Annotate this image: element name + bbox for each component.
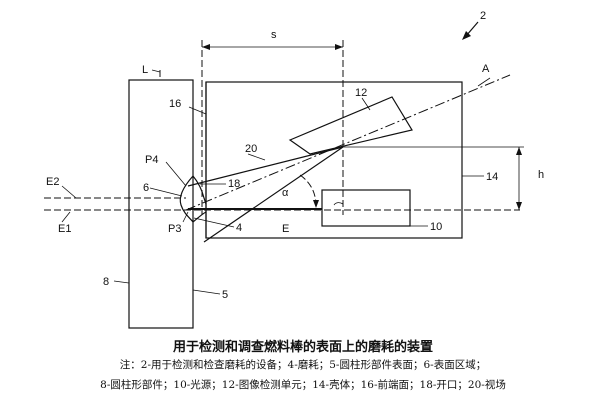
leader-P3 bbox=[182, 211, 189, 223]
label-20: 20 bbox=[245, 143, 257, 155]
label-10: 10 bbox=[430, 221, 442, 233]
label-8: 8 bbox=[103, 276, 109, 288]
label-L: L bbox=[142, 64, 148, 76]
wear-detection-device-diagram: 2 s L A 16 12 20 P4 6 18 E2 E1 P3 4 E 14… bbox=[44, 10, 544, 329]
label-alpha: α bbox=[282, 187, 289, 199]
leader-A bbox=[477, 77, 491, 87]
caption-title: 用于检测和调查燃料棒的表面上的磨耗的装置 bbox=[172, 340, 433, 355]
image-detection-unit-12 bbox=[288, 96, 413, 155]
cylindrical-component-8 bbox=[128, 79, 194, 329]
label-A: A bbox=[482, 63, 490, 75]
field-of-view-20-lower bbox=[203, 146, 344, 243]
leader-P4 bbox=[165, 161, 187, 187]
leader-8 bbox=[113, 280, 130, 284]
light-source-10 bbox=[321, 189, 411, 227]
label-14: 14 bbox=[486, 171, 498, 183]
label-6: 6 bbox=[143, 182, 149, 194]
label-h: h bbox=[538, 169, 544, 181]
caption-note-line-1: 注：2-用于检测和检查磨耗的设备；4-磨耗；5-圆柱形部件表面；6-表面区域； bbox=[119, 359, 487, 371]
caption-note-line-2: 8-圆柱形部件；10-光源；12-图像检测单元；14-壳体；16-前端面；18-… bbox=[100, 379, 506, 391]
optical-axis-A bbox=[185, 74, 511, 211]
small-arc-marker bbox=[333, 202, 344, 206]
h-arrow-bottom bbox=[516, 202, 522, 210]
leader-12 bbox=[361, 97, 371, 111]
label-P4: P4 bbox=[145, 154, 158, 166]
label-E2: E2 bbox=[46, 176, 59, 188]
device-2-arrowhead bbox=[462, 31, 471, 40]
label-s: s bbox=[271, 29, 277, 41]
s-arrow-left bbox=[202, 44, 210, 50]
leader-4 bbox=[193, 217, 235, 228]
label-device-2: 2 bbox=[480, 10, 486, 22]
label-12: 12 bbox=[355, 87, 367, 99]
opening-18-edge bbox=[192, 175, 207, 205]
leader-L bbox=[151, 69, 161, 73]
label-16: 16 bbox=[169, 98, 181, 110]
label-E1: E1 bbox=[58, 223, 71, 235]
label-4: 4 bbox=[236, 222, 242, 234]
label-E: E bbox=[282, 223, 289, 235]
h-arrow-top bbox=[516, 147, 522, 155]
wear-4-contour bbox=[179, 175, 194, 223]
leader-E1 bbox=[61, 211, 71, 223]
label-P3: P3 bbox=[168, 223, 181, 235]
label-5: 5 bbox=[222, 289, 228, 301]
field-of-view-20-upper bbox=[187, 146, 344, 187]
alpha-arrow bbox=[313, 200, 319, 208]
leader-16 bbox=[188, 106, 207, 115]
leader-5 bbox=[192, 289, 221, 295]
leader-E2 bbox=[61, 185, 77, 199]
leader-20 bbox=[247, 153, 266, 161]
label-18: 18 bbox=[228, 178, 240, 190]
s-arrow-right bbox=[335, 44, 343, 50]
leader-6 bbox=[149, 187, 183, 197]
opening-18-lower bbox=[192, 211, 207, 223]
